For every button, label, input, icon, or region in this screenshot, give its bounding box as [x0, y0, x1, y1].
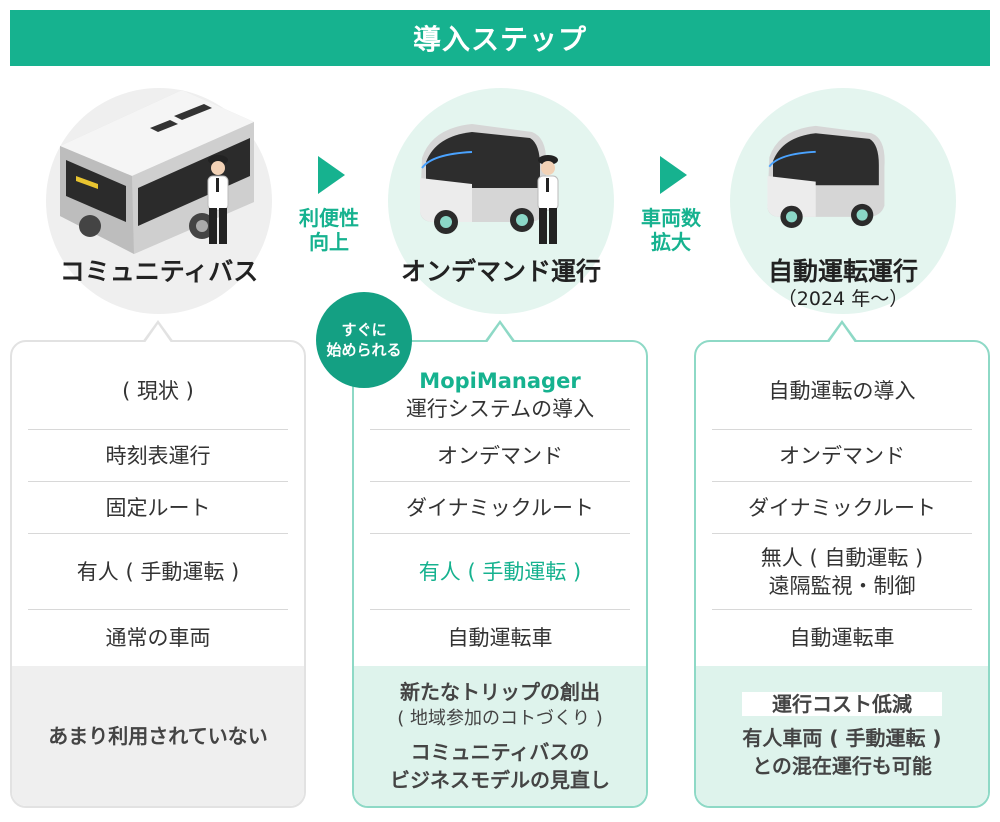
card-autonomous: 自動運転の導入 オンデマンド ダイナミックルート 無人 ( 自動運転 ) 遠隔監… — [694, 340, 990, 808]
card-row: 固定ルート — [28, 482, 288, 534]
card-row-text: オンデマンド — [779, 443, 905, 468]
transition-label-line: 利便性 — [299, 206, 359, 230]
card-row: 有人 ( 手動運転 ) — [370, 534, 630, 610]
card-row-text: 時刻表運行 — [105, 443, 211, 468]
card-row-text: 無人 ( 自動運転 ) — [760, 545, 924, 570]
outcome-text: ビジネスモデルの見直し — [390, 768, 610, 792]
step-subtitle-autonomous: （2024 年〜） — [777, 288, 909, 310]
card-row: 自動運転の導入 — [712, 342, 972, 430]
outcome-text: あまり利用されていない — [48, 724, 268, 748]
transition-label-line: 拡大 — [651, 230, 691, 254]
card-row: 自動運転車 — [370, 610, 630, 666]
outcome-label: 運行コスト低減 — [742, 692, 942, 716]
card-pointer-fill — [486, 324, 514, 344]
transition-label-line: 車両数 — [641, 206, 701, 230]
community-bus-icon — [60, 90, 254, 254]
card-row: 有人 ( 手動運転 ) — [28, 534, 288, 610]
brand-name: MopiManager — [419, 368, 581, 393]
card-row-text: 有人 ( 手動運転 ) — [76, 559, 240, 584]
card-row-text: ダイナミックルート — [406, 495, 594, 520]
card-row-text: ( 現状 ) — [122, 378, 194, 403]
ondemand-vehicle-icon — [420, 124, 547, 234]
card-row-text: 遠隔監視・制御 — [768, 573, 916, 598]
driver-icon — [207, 155, 229, 244]
card-row: 自動運転車 — [712, 610, 972, 666]
card-outcome: 新たなトリップの創出 ( 地域参加のコトづくり ) コミュニティバスの ビジネス… — [354, 666, 646, 806]
card-row: 時刻表運行 — [28, 430, 288, 482]
card-ondemand: MopiManager 運行システムの導入 オンデマンド ダイナミックルート 有… — [352, 340, 648, 808]
card-row: 通常の車両 — [28, 610, 288, 666]
card-row: ダイナミックルート — [712, 482, 972, 534]
outcome-text: 新たなトリップの創出 — [400, 680, 600, 704]
transition-label-1: 利便性 向上 — [286, 206, 372, 254]
transition-arrow-2 — [660, 156, 687, 194]
quick-start-badge: すぐに 始められる — [316, 292, 412, 388]
card-row: オンデマンド — [712, 430, 972, 482]
card-row: 無人 ( 自動運転 ) 遠隔監視・制御 — [712, 534, 972, 610]
card-pointer-fill — [828, 324, 856, 344]
step-name-bus: コミュニティバス — [59, 257, 259, 286]
step-name-autonomous: 自動運転運行 — [767, 257, 918, 286]
outcome-text: 有人車両 ( 手動運転 ) — [742, 726, 942, 750]
card-pointer-fill — [144, 324, 172, 344]
card-row-text: 固定ルート — [105, 495, 211, 520]
transition-label-line: 向上 — [309, 230, 349, 254]
card-outcome: 運行コスト低減 有人車両 ( 手動運転 ) との混在運行も可能 — [696, 666, 988, 806]
card-row-text: 自動運転車 — [789, 626, 895, 650]
outcome-text: コミュニティバスの — [410, 740, 590, 764]
card-row: ダイナミックルート — [370, 482, 630, 534]
badge-text: すぐに — [341, 321, 387, 339]
autonomous-vehicle-icon — [767, 125, 885, 228]
card-row-text: ダイナミックルート — [748, 495, 936, 520]
outcome-text: との混在運行も可能 — [752, 754, 932, 778]
card-row-text: 自動運転車 — [447, 626, 553, 650]
card-row-text: 自動運転の導入 — [768, 378, 916, 403]
card-bus: ( 現状 ) 時刻表運行 固定ルート 有人 ( 手動運転 ) 通常の車両 あまり… — [10, 340, 306, 808]
card-row-text: 有人 ( 手動運転 ) — [418, 559, 582, 584]
transition-arrow-1 — [318, 156, 345, 194]
badge-text: 始められる — [326, 341, 402, 359]
card-row: オンデマンド — [370, 430, 630, 482]
card-row-text: 運行システムの導入 — [405, 396, 595, 421]
step-name-ondemand: オンデマンド運行 — [400, 257, 601, 286]
driver-icon — [537, 155, 559, 244]
card-outcome: あまり利用されていない — [12, 666, 304, 806]
card-row-text: オンデマンド — [437, 443, 563, 468]
card-row: MopiManager 運行システムの導入 — [370, 342, 630, 430]
outcome-text: ( 地域参加のコトづくり ) — [397, 708, 603, 729]
card-row: ( 現状 ) — [28, 342, 288, 430]
card-row-text: 通常の車両 — [105, 626, 211, 650]
page-title: 導入ステップ — [10, 10, 990, 66]
transition-label-2: 車両数 拡大 — [628, 206, 714, 254]
